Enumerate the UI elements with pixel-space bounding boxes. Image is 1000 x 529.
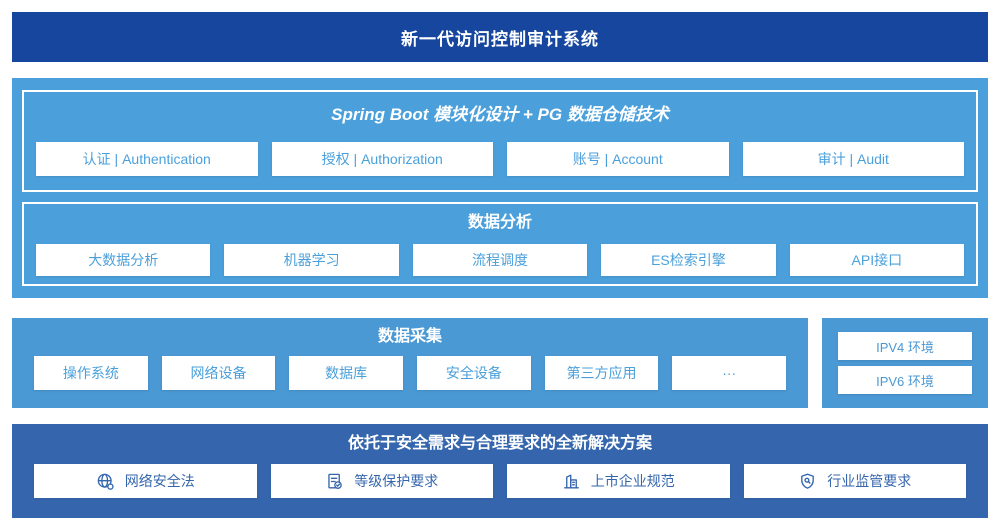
collection-source-row: 操作系统 网络设备 数据库 安全设备 第三方应用 ··· [34,356,787,390]
network-env-section: IPV4 环境 IPV6 环境 [822,318,988,408]
data-collection-section: 数据采集 操作系统 网络设备 数据库 安全设备 第三方应用 ··· [12,318,808,408]
globe-icon [96,472,115,491]
analysis-module-row: 大数据分析 机器学习 流程调度 ES检索引擎 API接口 [36,244,965,276]
source-security-device: 安全设备 [417,356,531,390]
data-collection-title: 数据采集 [377,328,442,345]
data-analysis-section: 数据分析 大数据分析 机器学习 流程调度 ES检索引擎 API接口 [22,202,978,286]
solution-classified-protection: 等级保护要求 [270,464,493,498]
solution-label: 上市企业规范 [590,473,675,489]
module-authentication: 认证 | Authentication [36,142,258,176]
solution-industry-regulation: 行业监管要求 [743,464,966,498]
source-os: 操作系统 [34,356,148,390]
document-check-icon [325,472,344,491]
solution-section: 依托于安全需求与合理要求的全新解决方案 网络安全法 [12,424,988,518]
module-es-search: ES检索引擎 [601,244,776,276]
data-analysis-title: 数据分析 [467,214,532,231]
ipv6-env-box: IPV6 环境 [838,366,972,394]
module-bigdata: 大数据分析 [36,244,211,276]
springboot-section: Spring Boot 模块化设计 + PG 数据仓储技术 认证 | Authe… [22,90,978,192]
source-third-party: 第三方应用 [544,356,659,390]
building-icon [562,472,581,491]
module-flow-scheduling: 流程调度 [412,244,588,276]
module-authorization: 授权 | Authorization [271,142,493,176]
module-api: API接口 [789,244,965,276]
source-database: 数据库 [289,356,404,390]
solution-title: 依托于安全需求与合理要求的全新解决方案 [347,435,652,452]
middle-row: 数据采集 操作系统 网络设备 数据库 安全设备 第三方应用 ··· IPV4 环… [12,318,988,408]
platform-section: Spring Boot 模块化设计 + PG 数据仓储技术 认证 | Authe… [12,78,988,298]
page-title: 新一代访问控制审计系统 [12,12,988,62]
module-audit: 审计 | Audit [742,142,964,176]
ipv4-env-box: IPV4 环境 [838,332,972,360]
auth-module-row: 认证 | Authentication 授权 | Authorization 账… [36,142,964,176]
module-machine-learning: 机器学习 [224,244,399,276]
source-ellipsis: ··· [672,356,787,390]
shield-search-icon [798,472,817,491]
source-network-device: 网络设备 [161,356,276,390]
solution-row: 网络安全法 等级保护要求 [34,464,966,498]
solution-label: 网络安全法 [124,473,195,489]
solution-label: 等级保护要求 [354,473,439,489]
solution-cybersecurity-law: 网络安全法 [34,464,257,498]
module-account: 账号 | Account [507,142,729,176]
springboot-title: Spring Boot 模块化设计 + PG 数据仓储技术 [331,105,669,124]
solution-label: 行业监管要求 [827,473,912,489]
solution-listed-company: 上市企业规范 [507,464,730,498]
